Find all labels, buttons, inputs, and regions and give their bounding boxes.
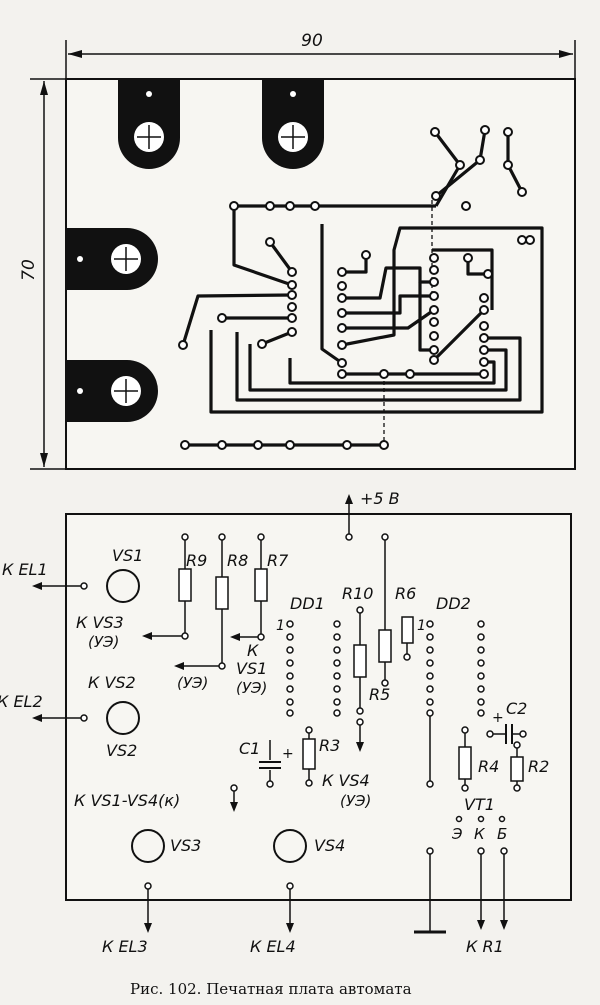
- r2-label: R2: [528, 757, 549, 776]
- dd2-label: DD2: [436, 594, 471, 613]
- ue-label-2: (УЭ): [177, 674, 208, 692]
- thyristor-pads: [66, 79, 324, 422]
- el4-terminal: К EL4: [250, 882, 296, 956]
- k-vs1-label: VS1: [236, 659, 267, 678]
- ue-label-3: (УЭ): [236, 679, 267, 697]
- c2-label: C2: [506, 699, 527, 718]
- r4-r2-resistors: [458, 726, 524, 792]
- power-label: +5 В: [360, 489, 400, 508]
- r10-label: R10: [342, 584, 373, 603]
- figure-caption: Рис. 102. Печатная плата автомата: [130, 980, 412, 998]
- ground-symbol: [414, 854, 446, 934]
- vs2-footprint: [106, 701, 140, 735]
- r4-label: R4: [478, 757, 499, 776]
- dimension-height: 70: [19, 78, 65, 470]
- vt1-pin-k-label: К: [474, 825, 486, 843]
- ue-label-4: (УЭ): [340, 792, 371, 810]
- el2-label: К EL2: [0, 692, 43, 711]
- vs2-label: VS2: [106, 741, 137, 760]
- c2-plus-label: +: [492, 710, 504, 726]
- vs4-label: VS4: [314, 836, 345, 855]
- c1-capacitor: [259, 740, 281, 788]
- c1-plus-label: +: [282, 746, 294, 762]
- vs4-footprint: [273, 829, 307, 863]
- k-vs4-label: К VS4: [322, 771, 370, 790]
- resistor-group-r9-r7: [150, 533, 268, 670]
- r8-label: R8: [227, 551, 248, 570]
- el2-terminal: К EL2: [0, 692, 88, 722]
- el3-terminal: К EL3: [102, 882, 152, 956]
- vt1-label: VT1: [464, 795, 495, 814]
- k-vs1-k-label: К: [247, 641, 259, 660]
- el1-label: К EL1: [2, 560, 48, 579]
- vs3-footprint: [131, 829, 165, 863]
- pcb-trace-view: 90 70: [19, 31, 576, 470]
- vs1-label: VS1: [112, 546, 143, 565]
- common-cathode-pad: [230, 784, 238, 792]
- ue-label-1: (УЭ): [88, 633, 119, 651]
- r3-label: R3: [319, 736, 340, 755]
- vt1-pin-b-label: Б: [497, 825, 507, 843]
- dd1-label: DD1: [290, 594, 325, 613]
- dd2-pin1-label: 1: [417, 618, 426, 634]
- resistor-group-r10-r5-r6: [353, 533, 414, 715]
- k-r1-label: К R1: [466, 937, 504, 956]
- power-arrow: +5 В: [345, 489, 400, 541]
- component-view: +5 В К EL1 К EL2 VS1 VS2 VS3 VS4: [0, 489, 572, 956]
- r7-label: R7: [267, 551, 289, 570]
- k-vs1-vs4-label: К VS1-VS4(к): [74, 791, 180, 810]
- dd1-pin1-label: 1: [276, 618, 285, 634]
- k-vs3-label: К VS3: [76, 613, 124, 632]
- c1-label: C1: [239, 739, 260, 758]
- dimension-height-label: 70: [19, 259, 39, 281]
- r9-label: R9: [186, 551, 207, 570]
- dimension-width: 90: [65, 31, 576, 78]
- c2-capacitor: [486, 724, 527, 744]
- dd2-footprint: [426, 620, 485, 717]
- vt1-pin-e-label: Э: [451, 825, 463, 843]
- r3-resistor: [302, 726, 316, 787]
- solder-pads: [178, 125, 535, 450]
- el1-terminal: К EL1: [2, 560, 88, 590]
- dd1-footprint: [286, 620, 341, 717]
- vs1-footprint: [106, 569, 140, 603]
- r5-label: R5: [369, 685, 390, 704]
- el3-label: К EL3: [102, 937, 148, 956]
- el4-label: К EL4: [250, 937, 296, 956]
- k-vs2-label: К VS2: [88, 673, 136, 692]
- vs3-label: VS3: [170, 836, 201, 855]
- dimension-width-label: 90: [301, 31, 323, 51]
- r6-label: R6: [395, 584, 416, 603]
